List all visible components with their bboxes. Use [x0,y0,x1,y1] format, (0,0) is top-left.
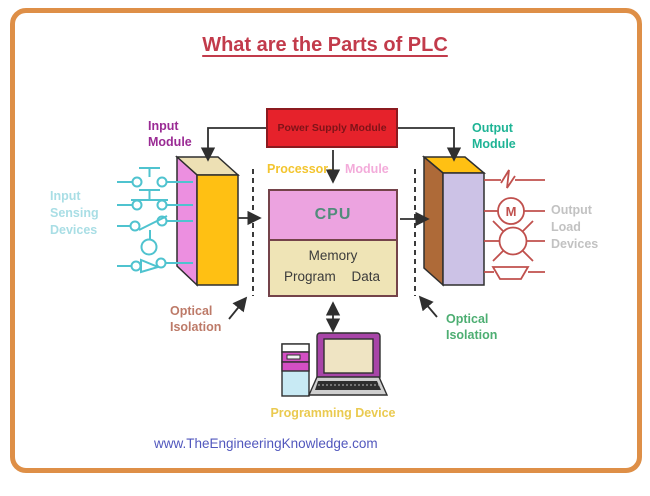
output-module-label: Output Module [472,121,516,151]
programming-device-label: Programming Device [270,406,396,420]
memory-label: Memory [308,248,358,263]
output-load-devices-label: Output Load Devices [551,203,599,251]
optical-isolation-left-label: Optical Isolation [170,304,222,334]
input-module-label: Input Module [148,119,192,149]
outer-border [10,8,642,473]
program-label: Program [284,269,336,284]
page-title-text: What are the Parts of PLC [202,34,448,56]
memory-box: Memory Program Data [268,239,398,297]
processor-label: Processor- [267,162,333,176]
website-link[interactable]: www.TheEngineeringKnowledge.com [154,436,378,451]
power-supply-label: Power Supply Module [277,122,387,134]
cpu-label: CPU [314,206,352,223]
data-label: Data [351,269,380,284]
page-title: What are the Parts of PLC [0,34,650,57]
power-supply-module-box: Power Supply Module [266,108,398,148]
memory-sections: Program Data [270,263,396,284]
processor-module-label: Module [345,162,389,176]
cpu-box: CPU [268,189,398,241]
optical-isolation-right-label: Optical Isolation [446,312,498,342]
input-sensing-devices-label: Input Sensing Devices [50,189,99,237]
